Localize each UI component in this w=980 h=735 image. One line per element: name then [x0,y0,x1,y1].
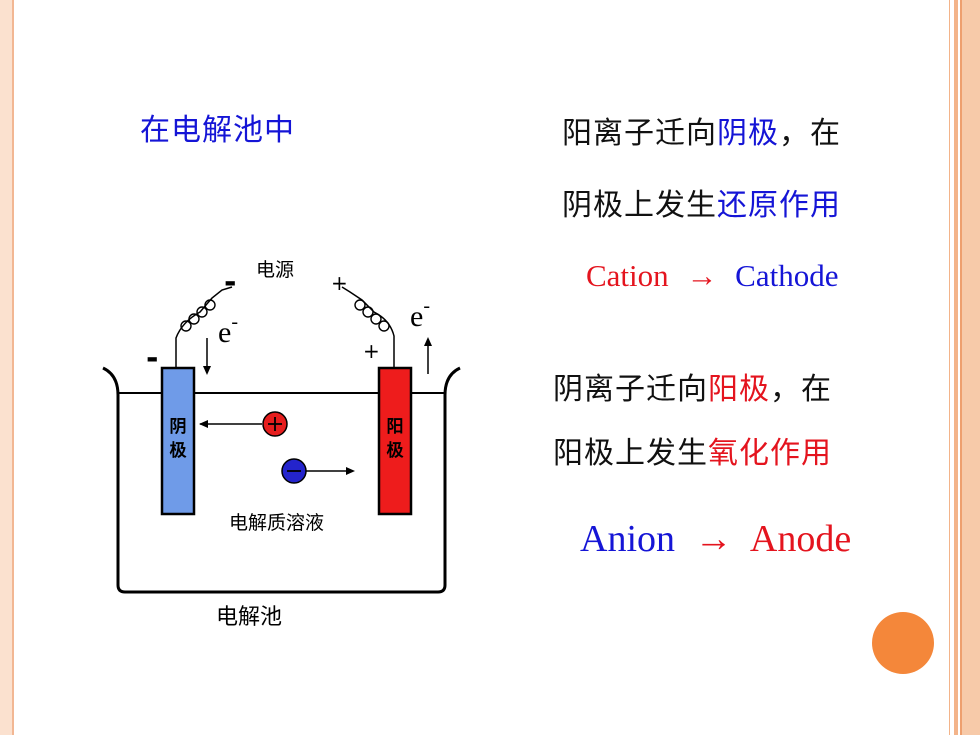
slide-border-right [960,0,980,735]
anion-word: Anion [580,518,675,560]
anode-electrode [377,366,413,516]
anion-line-1: 阴离子迁向阳极，在 [553,364,832,408]
power-minus-sign: - [224,265,236,300]
anode-electron-label: e- [410,295,430,333]
anode-label-1: 阳 [387,417,404,437]
cathode-wire [175,286,233,368]
cathode-electrode [160,366,196,516]
cell-beaker [102,366,461,594]
power-plus-sign: + [331,271,348,295]
reduction-term: 还原作用 [717,188,841,223]
slide-border-right-line [949,0,950,735]
anode-electron-e: e [410,300,423,333]
cathode-label-2: 极 [170,441,187,461]
oxidation-term: 氧化作用 [708,436,832,471]
cathode-minus-sign: - [146,341,158,376]
cation-word: Cation [586,258,669,293]
decorative-orange-circle [872,612,934,674]
cathode-electron-arrowhead [203,366,211,375]
cathode-electron-label: e- [218,311,238,349]
cation-line-1: 阳离子迁向阴极，在 [562,108,841,152]
cation-line-2-text: 阴极上发生 [562,188,717,223]
anion-line-1-tail: ，在 [770,372,832,407]
anion-arrowhead [346,467,355,475]
cathode-electron-e: e [218,316,231,349]
slide-border-right-inner [954,0,958,735]
anode-plus-sign: + [363,339,380,363]
anion-anode-equation: Anion → Anode [580,517,851,561]
anion-arrow: → [694,518,733,560]
power-source-label: 电源 [256,259,294,281]
cation-cathode-equation: Cation → Cathode [586,258,838,294]
slide-border-left [0,0,14,735]
cathode-wire-coil [180,299,216,332]
cathode-electron-sup: - [231,311,238,333]
electrolyte-solution-label: 电解质溶液 [229,512,324,534]
anode-label-2: 极 [387,441,404,461]
anion-line-1-text: 阴离子迁向 [553,372,708,407]
anode-electron-sup: - [423,295,430,317]
anode-term: 阳极 [708,372,770,407]
cation-arrowhead [199,420,208,428]
cathode-term: 阴极 [717,116,779,151]
cation-line-1-tail: ，在 [779,116,841,151]
slide-title: 在电解池中 [140,113,295,148]
cathode-word: Cathode [735,258,839,293]
anode-wire [341,286,395,368]
electrolytic-cell-label: 电解池 [216,605,282,630]
anode-word: Anode [749,518,852,560]
cathode-label-1: 阴 [170,417,187,437]
cation-arrow: → [686,258,718,293]
anion-line-2: 阳极上发生氧化作用 [553,428,832,472]
anode-electron-arrowhead [424,337,432,346]
cation-line-2: 阴极上发生还原作用 [562,180,841,224]
anode-wire-coil [354,299,390,332]
cation-line-1-text: 阳离子迁向 [562,116,717,151]
anion-line-2-text: 阳极上发生 [553,436,708,471]
